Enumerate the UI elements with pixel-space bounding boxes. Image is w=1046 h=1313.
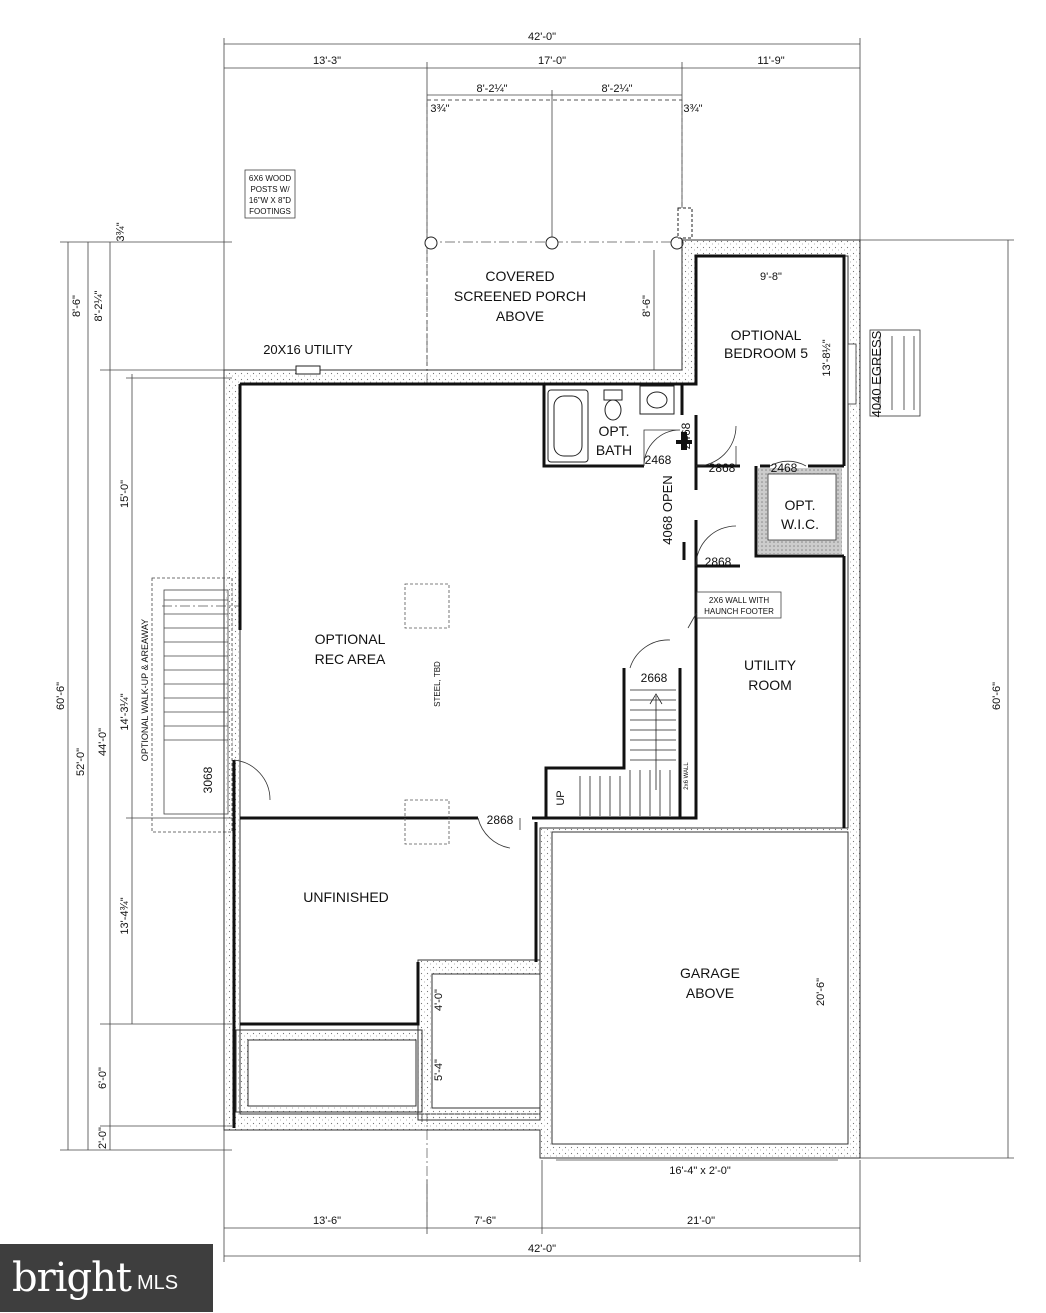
steel-note: STEEL, TBD [433, 661, 442, 707]
door-tag-stair: 2668 [641, 671, 668, 685]
dim-bump-5: 5'-4" [433, 1059, 445, 1081]
dim-left-15: 15'-0" [119, 480, 131, 508]
dim-overall-right: 60'-6" [991, 682, 1003, 710]
posts-note-box [244, 169, 296, 219]
wall-note-box [696, 591, 782, 619]
dim-offset-left: 3¾" [430, 103, 449, 115]
porch-label-1: COVERED [485, 268, 554, 284]
dim-left-2: 2'-0" [97, 1127, 109, 1149]
dim-porch-right: 8'-6" [641, 295, 653, 317]
door-swings [233, 425, 807, 849]
watermark-brand: bright [12, 1255, 132, 1301]
porch-outline [426, 99, 683, 371]
dim-left-6: 6'-0" [97, 1067, 109, 1089]
posts-note-2: POSTS W/ [250, 185, 290, 194]
walkup-note: OPTIONAL WALK-UP & AREAWAY [140, 619, 150, 761]
bedroom-label-2: BEDROOM 5 [724, 345, 808, 361]
dim-bottom-right: 21'-0" [687, 1215, 715, 1227]
dim-garage-depth: 20'-6" [815, 978, 827, 1006]
door-tag-wic: 2468 [771, 461, 798, 475]
egress-note: 4040 EGRESS [869, 330, 884, 417]
dim-top-total: 42'-0" [528, 31, 556, 43]
dim-offset-right: 3¾" [683, 103, 702, 115]
door-tag-unfinished: 2868 [487, 813, 514, 827]
bedroom-label-1: OPTIONAL [731, 327, 802, 343]
walkup-areaway [151, 577, 233, 833]
dim-left-porch-1: 8'-6" [71, 295, 83, 317]
dim-garage-door: 16'-4" x 2'-0" [669, 1165, 731, 1177]
posts-note-3: 16"W X 8"D [249, 196, 291, 205]
wall-note-2: HAUNCH FOOTER [704, 607, 774, 616]
interior-walls [232, 254, 846, 1128]
basement-stairs [579, 689, 676, 816]
dim-porch-span-1: 8'-2¼" [476, 83, 507, 95]
wic-label-1: OPT. [784, 497, 815, 513]
porch-label-2: SCREENED PORCH [454, 288, 586, 304]
dim-left-porch-2: 8'-2¼" [93, 290, 105, 321]
wall-note-1: 2X6 WALL WITH [709, 596, 770, 605]
egress-window-well [847, 329, 921, 417]
dim-left-44: 44'-0" [97, 728, 109, 756]
dim-left-13: 13'-4¾" [119, 897, 131, 934]
dim-bedroom-depth: 13'-8½" [821, 339, 833, 376]
post-icon [670, 236, 684, 250]
dim-porch-span-2: 8'-2¼" [601, 83, 632, 95]
garage-label-2: ABOVE [686, 985, 734, 1001]
utility-label-1: UTILITY [744, 657, 797, 673]
rec-label-2: REC AREA [315, 651, 386, 667]
utility-label-2: ROOM [748, 677, 792, 693]
door-tag-utility: 2868 [705, 555, 732, 569]
dim-bottom-left: 13'-6" [313, 1215, 341, 1227]
utility-window-note: 20X16 UTILITY [263, 342, 353, 357]
watermark-suffix: MLS [136, 1271, 179, 1294]
wic-label-2: W.I.C. [781, 516, 819, 532]
bath-label-2: BATH [596, 442, 632, 458]
door-tag-bed: 2868 [709, 461, 736, 475]
dim-overall-left: 60'-6" [55, 682, 67, 710]
posts-note-1: 6X6 WOOD [249, 174, 291, 183]
wic-closet-inner [767, 473, 837, 541]
unfinished-label: UNFINISHED [303, 889, 389, 905]
dim-bottom-mid: 7'-6" [474, 1215, 496, 1227]
dim-bump-4: 4'-0" [433, 989, 445, 1011]
dim-left-14: 14'-3¼" [119, 693, 131, 730]
door-tag-bath-h: 2468 [645, 453, 672, 467]
bath-label-1: OPT. [598, 423, 629, 439]
door-tag-bath-v: 2468 [679, 422, 693, 449]
toilet-icon [603, 389, 623, 401]
foundation-walls [223, 239, 861, 1159]
post-icon [545, 236, 559, 250]
rec-label-1: OPTIONAL [315, 631, 386, 647]
utility-window [295, 365, 321, 375]
dim-top-left: 13'-3" [313, 55, 341, 67]
door-tag-walkup: 3068 [201, 766, 215, 793]
wall-note-leader [687, 611, 698, 629]
dim-top-right: 11'-9" [757, 55, 784, 67]
dim-bottom-total: 42'-0" [528, 1243, 556, 1255]
stair-wall-note: 2x6 WALL [684, 762, 690, 790]
dim-left-52: 52'-0" [75, 748, 87, 776]
opening-note: 4068 OPEN [660, 475, 675, 544]
posts-note-4: FOOTINGS [249, 207, 291, 216]
porch-label-3: ABOVE [496, 308, 544, 324]
dim-bedroom-width: 9'-8" [760, 271, 782, 283]
dim-top-mid: 17'-0" [538, 55, 566, 67]
garage-label-1: GARAGE [680, 965, 740, 981]
steel-posts [404, 583, 450, 845]
bath-fixtures [547, 385, 675, 463]
dim-offset-vert: 3¾" [115, 222, 127, 241]
stair-up-note: UP [555, 790, 567, 805]
porch-posts [424, 207, 693, 250]
bright-mls-watermark: bright MLS [0, 1244, 213, 1312]
post-icon [424, 236, 438, 250]
